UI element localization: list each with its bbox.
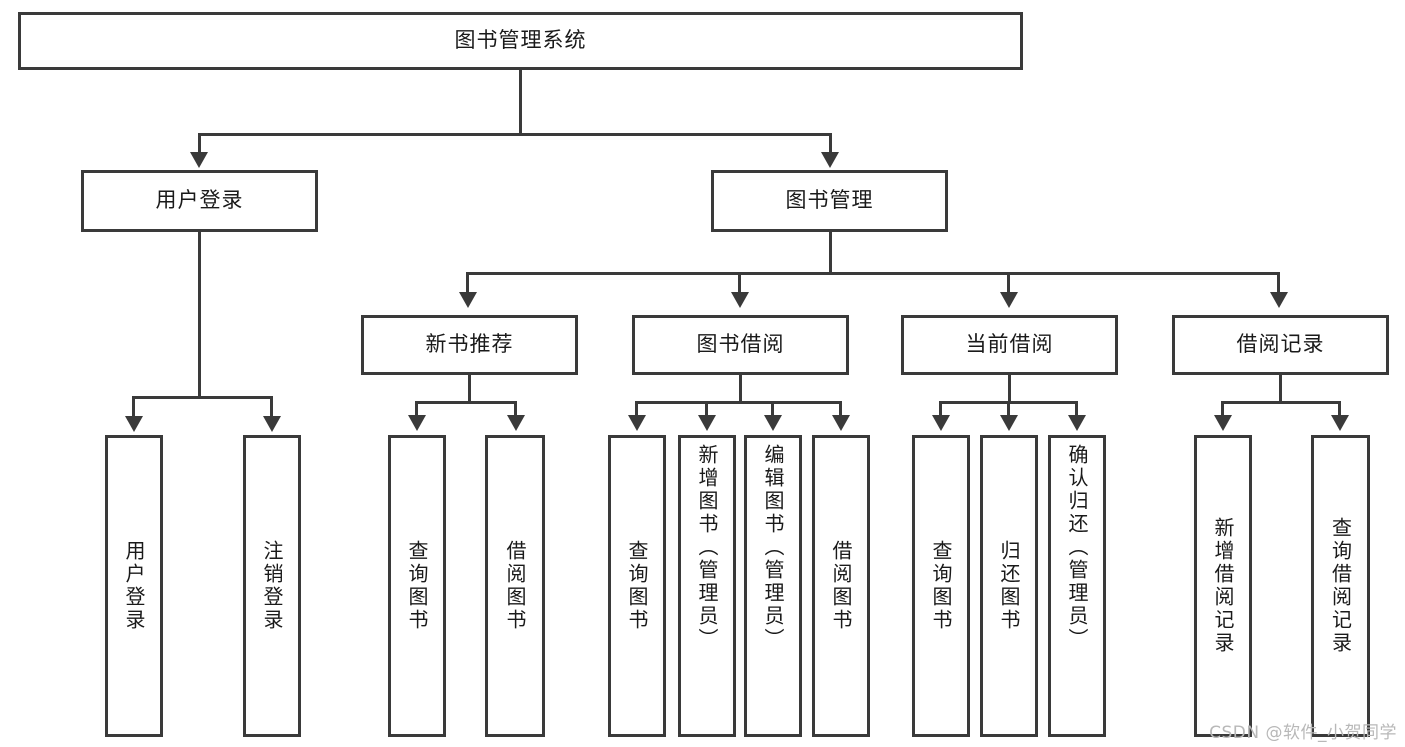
node-leaf-query-borrow-record[interactable]: 查询借阅记录 [1311, 435, 1370, 737]
connector-to-leaf-logout-login [270, 396, 273, 418]
node-label: 查询图书 [625, 540, 649, 632]
arrowhead-leaf-confirm-return-admin [1068, 415, 1086, 431]
arrowhead-leaf-query-borrow-record [1331, 415, 1349, 431]
connector-to-book-management [829, 133, 832, 154]
connector-to-user-login [198, 133, 201, 154]
connector-book-borrow-bus [635, 401, 841, 404]
connector-user-login-bus [132, 396, 273, 399]
node-label: 新书推荐 [425, 332, 514, 357]
node-borrow-record[interactable]: 借阅记录 [1172, 315, 1389, 375]
node-label: 图书管理 [785, 188, 874, 213]
node-book-borrow[interactable]: 图书借阅 [632, 315, 849, 375]
node-new-book-recommend[interactable]: 新书推荐 [361, 315, 578, 375]
connector-borrow-record-bus [1221, 401, 1341, 404]
connector-root-bus [198, 133, 832, 136]
connector-to-leaf-add-book-admin [705, 401, 708, 417]
connector-to-borrow-record [1277, 272, 1280, 294]
node-root-system[interactable]: 图书管理系统 [18, 12, 1023, 70]
node-user-login[interactable]: 用户登录 [81, 170, 318, 232]
node-label: 图书借阅 [696, 332, 785, 357]
connector-new-book-recommend-bus [415, 401, 517, 404]
node-leaf-query-book-1[interactable]: 查询图书 [388, 435, 446, 737]
node-current-borrow[interactable]: 当前借阅 [901, 315, 1118, 375]
node-label: 借阅图书 [829, 540, 853, 632]
connector-to-leaf-query-book-3 [939, 401, 942, 417]
arrowhead-leaf-add-book-admin [698, 415, 716, 431]
node-label: 当前借阅 [965, 332, 1054, 357]
node-label: 借阅图书 [503, 540, 527, 632]
arrowhead-leaf-edit-book-admin [764, 415, 782, 431]
node-label: 图书管理系统 [454, 28, 587, 53]
node-label: 新增借阅记录 [1211, 517, 1235, 655]
node-label: 用户登录 [155, 188, 244, 213]
connector-to-leaf-borrow-book-2 [839, 401, 842, 417]
node-leaf-query-book-3[interactable]: 查询图书 [912, 435, 970, 737]
connector-root-stem [519, 70, 522, 133]
connector-to-leaf-user-login [132, 396, 135, 418]
node-label: 编辑图书（管理员） [761, 444, 785, 651]
arrowhead-leaf-borrow-book-2 [832, 415, 850, 431]
arrowhead-user-login [190, 152, 208, 168]
connector-new-book-recommend-stem [468, 375, 471, 401]
node-label: 用户登录 [122, 540, 146, 632]
arrowhead-current-borrow [1000, 292, 1018, 308]
arrowhead-new-book-recommend [459, 292, 477, 308]
node-label: 查询图书 [929, 540, 953, 632]
node-leaf-borrow-book-2[interactable]: 借阅图书 [812, 435, 870, 737]
node-leaf-add-book-admin[interactable]: 新增图书（管理员） [678, 435, 736, 737]
connector-book-management-bus [466, 272, 1280, 275]
node-leaf-add-borrow-record[interactable]: 新增借阅记录 [1194, 435, 1252, 737]
node-leaf-return-book[interactable]: 归还图书 [980, 435, 1038, 737]
arrowhead-leaf-borrow-book-1 [507, 415, 525, 431]
arrowhead-borrow-record [1270, 292, 1288, 308]
connector-to-leaf-query-book-1 [415, 401, 418, 417]
node-leaf-edit-book-admin[interactable]: 编辑图书（管理员） [744, 435, 802, 737]
connector-to-current-borrow [1007, 272, 1010, 294]
arrowhead-leaf-query-book-2 [628, 415, 646, 431]
arrowhead-leaf-query-book-3 [932, 415, 950, 431]
node-leaf-user-login[interactable]: 用户登录 [105, 435, 163, 737]
arrowhead-book-management [821, 152, 839, 168]
connector-book-borrow-stem [739, 375, 742, 401]
connector-to-leaf-query-borrow-record [1338, 401, 1341, 417]
connector-to-leaf-return-book [1007, 401, 1010, 417]
arrowhead-leaf-return-book [1000, 415, 1018, 431]
arrowhead-leaf-logout-login [263, 416, 281, 432]
node-label: 查询图书 [405, 540, 429, 632]
arrowhead-book-borrow [731, 292, 749, 308]
node-book-management[interactable]: 图书管理 [711, 170, 948, 232]
connector-user-login-stem [198, 232, 201, 396]
connector-to-leaf-confirm-return-admin [1075, 401, 1078, 417]
connector-to-leaf-edit-book-admin [771, 401, 774, 417]
node-label: 确认归还（管理员） [1065, 444, 1089, 651]
arrowhead-leaf-user-login [125, 416, 143, 432]
connector-to-leaf-add-borrow-record [1221, 401, 1224, 417]
node-leaf-confirm-return-admin[interactable]: 确认归还（管理员） [1048, 435, 1106, 737]
connector-to-new-book-recommend [466, 272, 469, 294]
node-label: 查询借阅记录 [1328, 517, 1353, 655]
node-label: 新增图书（管理员） [695, 444, 719, 651]
node-label: 借阅记录 [1236, 332, 1325, 357]
node-leaf-query-book-2[interactable]: 查询图书 [608, 435, 666, 737]
connector-borrow-record-stem [1279, 375, 1282, 401]
arrowhead-leaf-add-borrow-record [1214, 415, 1232, 431]
connector-to-leaf-borrow-book-1 [514, 401, 517, 417]
connector-to-leaf-query-book-2 [635, 401, 638, 417]
node-label: 归还图书 [997, 540, 1021, 632]
node-leaf-logout-login[interactable]: 注销登录 [243, 435, 301, 737]
arrowhead-leaf-query-book-1 [408, 415, 426, 431]
csdn-watermark: CSDN @软件_小贺同学 [1209, 723, 1397, 743]
connector-book-management-stem [829, 232, 832, 272]
connector-to-book-borrow [738, 272, 741, 294]
connector-current-borrow-stem [1008, 375, 1011, 401]
node-label: 注销登录 [260, 540, 284, 632]
node-leaf-borrow-book-1[interactable]: 借阅图书 [485, 435, 545, 737]
